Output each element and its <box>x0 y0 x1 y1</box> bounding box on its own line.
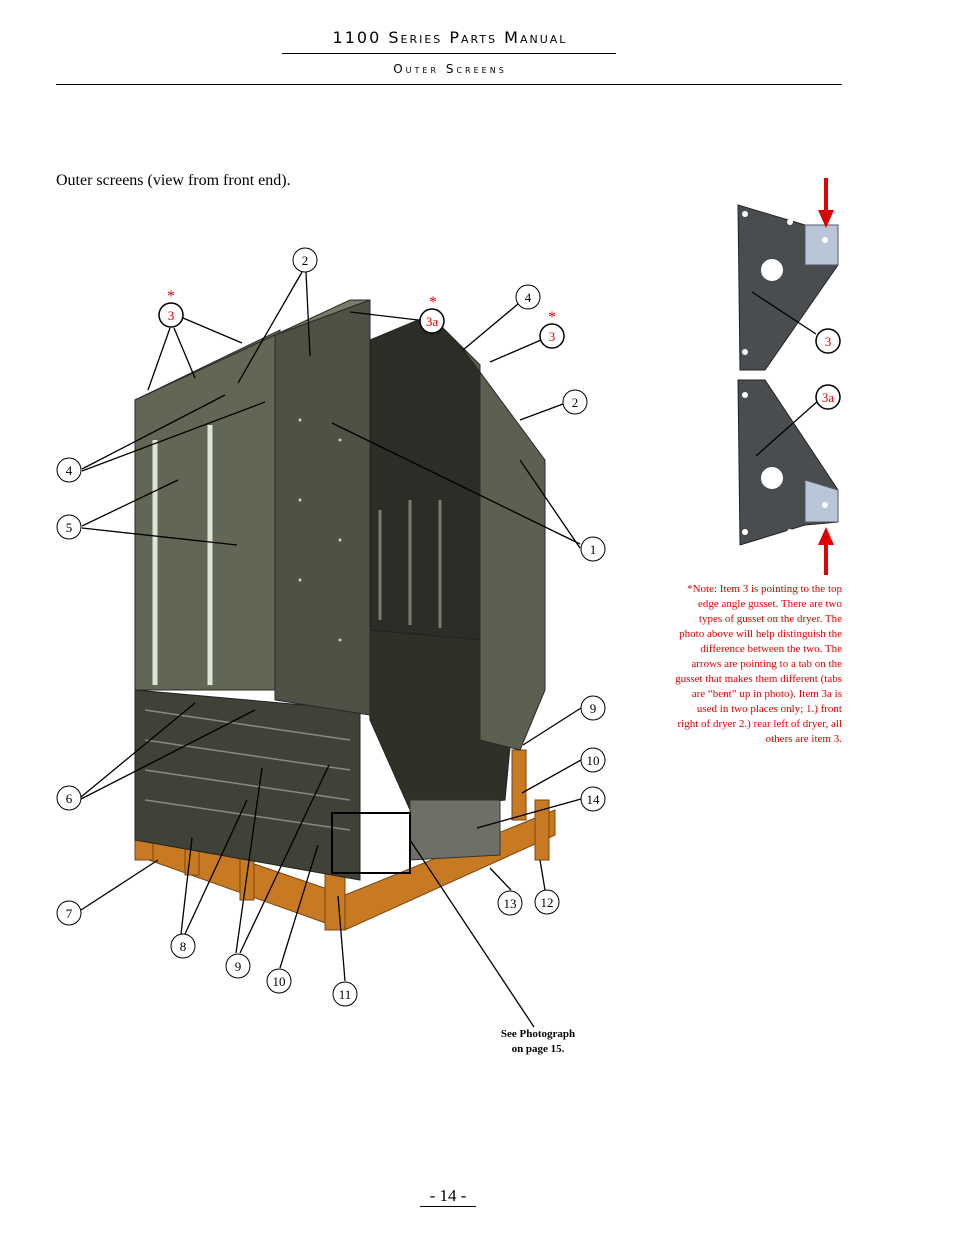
callout-7: 7 <box>66 906 73 921</box>
gusset-photo-3 <box>737 204 839 371</box>
dryer-illustration <box>134 299 556 931</box>
callout-10-right: 10 <box>587 753 600 768</box>
callout-14: 14 <box>587 792 601 807</box>
callout-4-right: 4 <box>525 290 532 305</box>
callout-circles <box>56 247 841 1007</box>
asterisk-3-right: * <box>548 309 556 326</box>
callout-6: 6 <box>66 791 73 806</box>
callout-4-left: 4 <box>66 463 73 478</box>
manual-title: 1100 Series Parts Manual <box>332 28 568 47</box>
callout-9-right: 9 <box>590 701 597 716</box>
callout-3a-top: 3a <box>426 314 439 329</box>
callout-2-top: 2 <box>302 253 309 268</box>
callout-3a-gusset: 3a <box>822 390 835 405</box>
callout-13: 13 <box>504 896 517 911</box>
callout-3-right: 3 <box>549 329 556 344</box>
callout-3-left: 3 <box>168 308 175 323</box>
figure-caption: Outer screens (view from front end). <box>56 172 291 189</box>
gusset-photo-3a <box>737 379 839 546</box>
gusset-note: *Note: Item 3 is pointing to the top edg… <box>675 583 842 745</box>
asterisk-3a-top: * <box>429 294 437 311</box>
see-photograph-note: See Photograph on page 15. <box>500 1028 576 1055</box>
callout-12: 12 <box>541 895 554 910</box>
title-rule <box>282 53 616 54</box>
section-title: Outer Screens <box>393 62 507 76</box>
callout-8: 8 <box>180 939 187 954</box>
header-rule <box>56 84 842 85</box>
callout-11: 11 <box>339 987 352 1002</box>
callout-10-bottom: 10 <box>273 974 286 989</box>
leader-lines <box>80 271 820 1028</box>
red-arrows <box>818 178 834 575</box>
callout-3-gusset: 3 <box>825 334 832 349</box>
asterisk-3-left: * <box>167 288 175 305</box>
page-number-rule <box>420 1206 476 1207</box>
callout-5: 5 <box>66 520 73 535</box>
callout-2-right: 2 <box>572 395 579 410</box>
callout-1: 1 <box>590 542 597 557</box>
page-number: - 14 - <box>429 1186 467 1205</box>
callout-9-bottom: 9 <box>235 959 242 974</box>
